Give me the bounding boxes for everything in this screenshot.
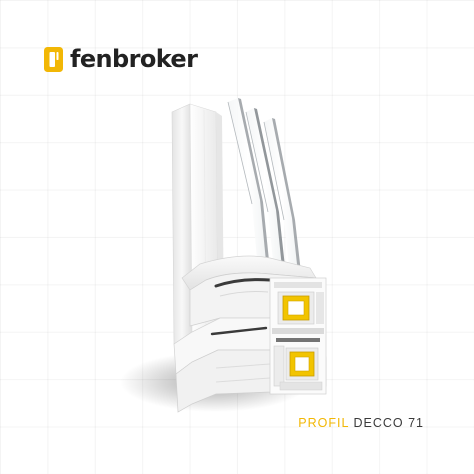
product-caption: PROFIL DECCO 71 bbox=[298, 415, 424, 431]
caption-model-name: DECCO 71 bbox=[353, 416, 424, 430]
brand-logo[interactable]: fenbroker bbox=[44, 44, 198, 74]
caption-brand-word: PROFIL bbox=[298, 416, 349, 430]
profile-cross-section bbox=[269, 277, 327, 395]
window-profile-image bbox=[120, 98, 327, 413]
brand-name: fenbroker bbox=[70, 45, 198, 73]
logo-mark-icon bbox=[44, 46, 63, 72]
